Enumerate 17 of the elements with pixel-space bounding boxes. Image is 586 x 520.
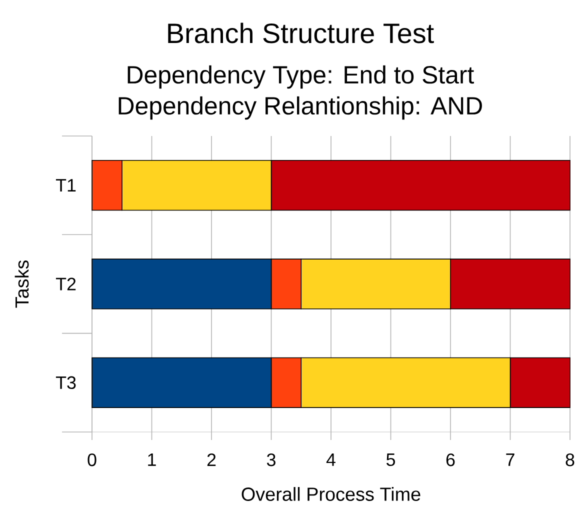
- x-tick-label: 7: [506, 454, 514, 466]
- chart-title: Branch Structure Test: [168, 22, 434, 44]
- x-tick-label: 0: [88, 454, 96, 466]
- x-tick-label: 3: [266, 454, 276, 466]
- chart-subtitle: Dependency Type: End to Start: [128, 65, 474, 89]
- x-tick-label: 6: [446, 454, 455, 466]
- x-tick-label: 5: [386, 454, 395, 466]
- x-tick-label: 4: [326, 454, 336, 466]
- x-tick-label: 8: [566, 454, 574, 466]
- y-tick-label: T3: [56, 376, 76, 389]
- x-tick-label: 1: [148, 454, 156, 466]
- x-tick-label: 2: [207, 454, 216, 466]
- axis-title: Tasks: [14, 260, 29, 308]
- chart-subtitle: Dependency Relantionship: AND: [118, 96, 482, 120]
- axis-title: Overall Process Time: [242, 487, 420, 501]
- y-tick-label: T2: [56, 278, 76, 290]
- y-tick-label: T1: [56, 179, 76, 192]
